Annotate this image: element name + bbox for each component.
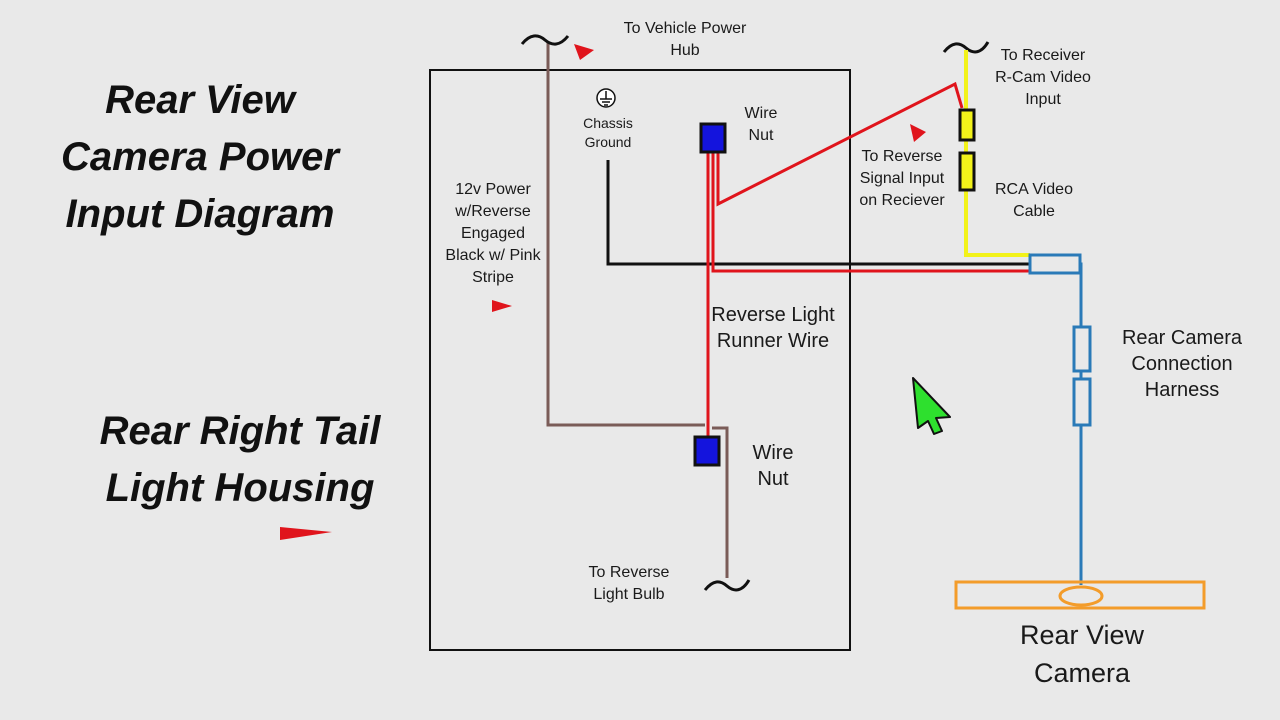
label-text: To Reverse <box>588 564 670 581</box>
housing-title-line-1: Rear Right Tail <box>99 409 381 453</box>
label-receiver-video: To Receiver R-Cam Video Input <box>986 45 1100 111</box>
label-text: Runner Wire <box>716 330 830 352</box>
label-text: To Reverse <box>861 148 943 165</box>
wire-break-bulb <box>703 579 751 592</box>
label-text: Rear View <box>1019 620 1145 650</box>
label-text: on Reciever <box>859 192 945 209</box>
label-wire-nut-bottom: Wire Nut <box>740 440 806 492</box>
label-text: To Vehicle Power <box>623 20 747 37</box>
harness-plug <box>1028 253 1082 275</box>
label-text: Engaged <box>460 225 526 242</box>
housing-title-line-2: Light Housing <box>105 466 375 510</box>
harness-wire <box>1079 262 1083 585</box>
tail-light-housing-box <box>429 69 851 651</box>
title-line-1: Rear View <box>105 78 295 122</box>
label-text: Harness <box>1144 379 1220 401</box>
label-text: Chassis <box>583 115 633 131</box>
harness-connector-top <box>1072 325 1092 373</box>
wire-break-hub <box>520 34 570 46</box>
red-pointer-icon <box>280 527 332 540</box>
label-text: Light Bulb <box>593 586 665 603</box>
title-line-2: Camera Power <box>61 135 339 179</box>
label-text: Connection <box>1131 353 1233 375</box>
power-wire <box>546 42 705 427</box>
label-text: Wire <box>752 442 794 464</box>
red-pointer-icon <box>574 44 594 60</box>
label-reverse-signal: To Reverse Signal Input on Reciever <box>847 146 957 212</box>
rca-connector-bottom <box>958 151 976 192</box>
wire-nut-top-icon <box>699 122 727 154</box>
harness-connector-bottom <box>1072 377 1092 427</box>
label-wire-nut-top: Wire Nut <box>732 103 790 147</box>
camera-lens <box>1058 585 1104 607</box>
reverse-signal-wire <box>716 81 964 207</box>
label-text: Input <box>1025 91 1061 108</box>
label-text: RCA Video <box>995 181 1073 198</box>
label-vehicle-power-hub: To Vehicle Power Hub <box>605 18 765 62</box>
label-text: Reverse Light <box>711 304 835 326</box>
label-12v-power: 12v Power w/Reverse Engaged Black w/ Pin… <box>437 179 549 289</box>
diagram-title: Rear View Camera Power Input Diagram <box>40 72 360 243</box>
label-camera: Rear View Camera <box>1000 616 1164 692</box>
label-text: Rear Camera <box>1121 327 1243 349</box>
label-text: Hub <box>670 42 700 59</box>
label-text: Signal Input <box>859 170 945 187</box>
label-chassis-ground: Chassis Ground <box>572 114 644 152</box>
cursor-arrow-icon <box>912 377 951 435</box>
label-text: Ground <box>584 134 632 150</box>
ground-wire <box>606 160 1030 266</box>
ground-symbol-icon <box>596 88 616 108</box>
rear-view-camera-bar <box>954 580 1206 610</box>
label-text: R-Cam Video <box>995 69 1091 86</box>
label-text: Camera <box>1033 658 1131 688</box>
label-reverse-bulb: To Reverse Light Bulb <box>574 562 684 606</box>
rca-connector-top <box>958 108 976 142</box>
red-pointer-icon <box>910 124 926 142</box>
label-rca-cable: RCA Video Cable <box>986 179 1082 223</box>
label-text: Stripe <box>472 269 514 286</box>
label-text: 12v Power <box>455 181 531 198</box>
label-harness: Rear Camera Connection Harness <box>1112 325 1252 403</box>
label-text: To Receiver <box>1000 47 1086 64</box>
wire-break-receiver <box>942 41 990 54</box>
red-pointer-icon <box>492 300 512 312</box>
label-text: w/Reverse <box>455 203 531 220</box>
title-line-3: Input Diagram <box>65 192 335 236</box>
bulb-wire <box>712 426 729 578</box>
label-text: Nut <box>757 468 789 490</box>
runner-wire-harness <box>711 152 1030 273</box>
label-text: Black w/ Pink <box>445 247 541 264</box>
label-text: Cable <box>1013 203 1055 220</box>
housing-title: Rear Right Tail Light Housing <box>80 403 400 517</box>
label-runner-wire: Reverse Light Runner Wire <box>700 302 846 354</box>
label-text: Nut <box>748 127 774 144</box>
label-text: Wire <box>744 105 778 122</box>
wire-nut-bottom-icon <box>693 435 721 467</box>
